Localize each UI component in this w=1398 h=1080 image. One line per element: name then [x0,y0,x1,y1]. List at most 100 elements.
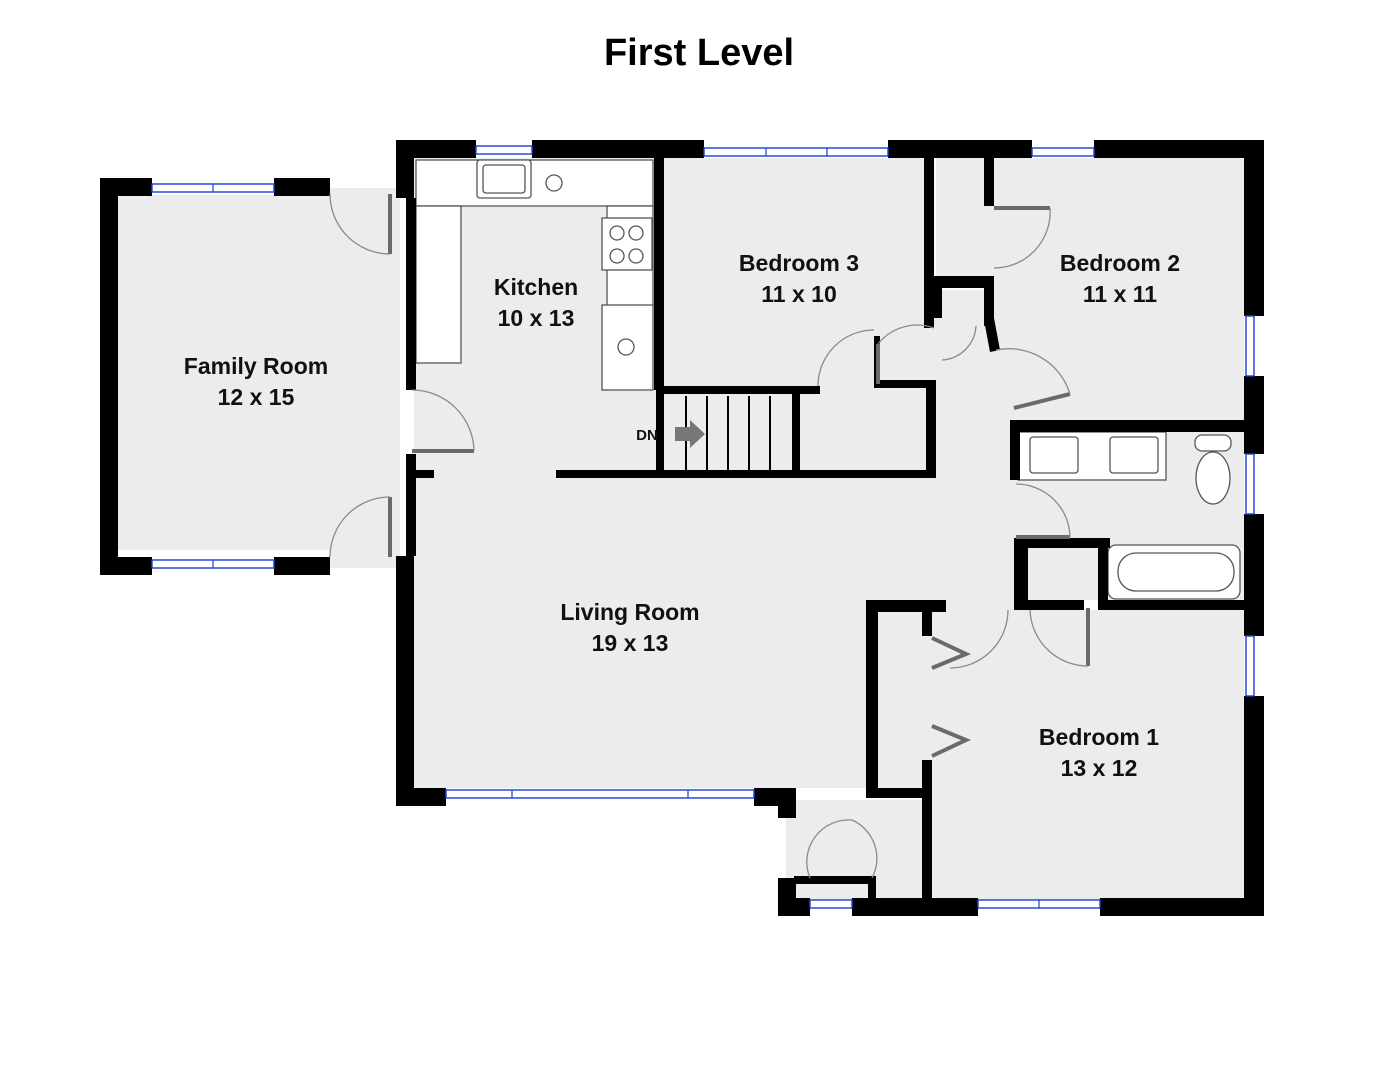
window [1245,635,1255,697]
kitchen-fixtures [415,159,654,391]
room-labels: Family Room 12 x 15 Kitchen 10 x 13 Bedr… [184,250,1180,781]
wall [934,288,942,318]
wall [934,276,994,288]
wall [664,386,820,394]
burner-icon [609,248,625,264]
bedroom3-size: 11 x 10 [761,281,836,307]
window [475,145,533,155]
living-room-size: 19 x 13 [592,630,669,656]
wall [1014,538,1028,610]
wall [1014,600,1084,610]
wall [1244,140,1264,316]
wall [866,788,932,798]
wall [1244,376,1264,454]
window [1031,147,1095,157]
dishwasher-icon [545,174,563,192]
sink-icon [1029,436,1079,474]
wall [888,140,1032,158]
bedroom2-floor [990,158,1244,420]
closet-floor [936,158,990,276]
bedroom2-size: 11 x 11 [1083,281,1157,307]
windows [151,145,1255,909]
kitchen-size: 10 x 13 [498,305,575,331]
kitchen-name: Kitchen [494,274,578,300]
wall [984,280,994,326]
bedroom1-size: 13 x 12 [1061,755,1138,781]
door-swing [329,496,391,558]
door-leaf [1013,392,1071,410]
fridge-dispenser-icon [617,338,635,356]
wall [414,470,434,478]
walls [100,140,1264,916]
wall [866,600,946,612]
bedroom2-name: Bedroom 2 [1060,250,1180,276]
bedroom3-name: Bedroom 3 [739,250,859,276]
wall [100,557,152,575]
wall [1244,696,1264,916]
wall [868,876,876,900]
wall [396,556,414,806]
wall [100,178,118,575]
wall [1010,420,1020,480]
door-swing [993,207,1051,269]
wall [396,140,476,158]
wall [1100,898,1264,916]
kitchen-counter-top [415,159,654,207]
wall [922,612,932,636]
wall [656,386,664,470]
wall [654,158,664,390]
window [1245,453,1255,515]
window [703,147,889,157]
window [809,899,853,909]
living-hall-floor [414,470,1014,610]
toilet-tank-icon [1194,434,1232,452]
wall [100,178,152,196]
stove-icon [601,217,653,271]
family-room-size: 12 x 15 [218,384,295,410]
wall [1014,538,1110,548]
door-swing [411,389,475,452]
toilet-bowl-icon [1195,451,1231,505]
wall [274,557,330,575]
entry-floor [786,800,926,900]
wall [1098,600,1244,610]
wall [532,140,704,158]
page-title: First Level [603,32,795,74]
door-swing [1029,609,1089,667]
wall [852,898,978,916]
door-swing [817,329,875,387]
wall [874,380,936,388]
staircase [664,394,792,470]
wall [922,760,932,900]
wall [926,380,936,478]
bifold-door [931,636,971,670]
door-swing [851,819,878,879]
bathtub-basin-icon [1117,552,1235,592]
wall [924,158,934,328]
wall [396,788,446,806]
door-swing [806,819,853,879]
wall [1094,140,1264,158]
sink-icon [1109,436,1159,474]
wall [792,394,800,470]
window [445,789,755,799]
wall [406,198,416,390]
wall [754,788,796,806]
wall [406,454,416,556]
wall [274,178,330,196]
doors [329,193,1090,879]
door-swing [1015,483,1071,538]
window [1245,315,1255,377]
bifold-door [931,724,971,758]
wall [778,806,796,818]
sink-basin-icon [482,164,526,194]
wall [556,470,936,478]
stair-arrow-icon [675,420,705,448]
wall [1010,420,1246,432]
kitchen-counter-left [415,205,462,364]
stairs-down-label: DN [636,427,658,444]
door-swing [941,325,977,361]
door-swing [949,609,1009,669]
door-swing [995,348,1071,395]
